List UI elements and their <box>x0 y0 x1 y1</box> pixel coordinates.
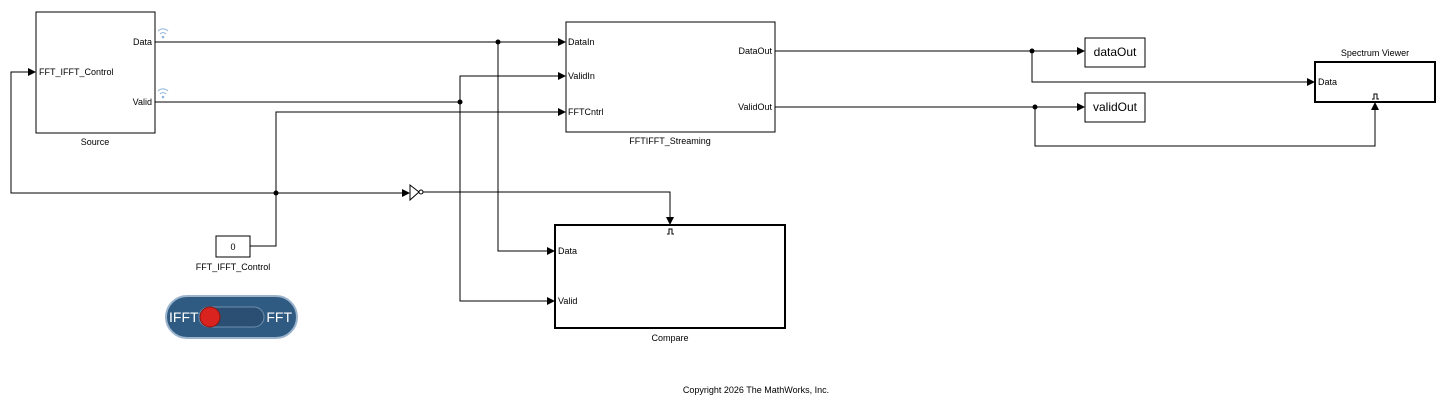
signal-lines <box>10 41 1376 302</box>
wire-dataout-spectrum[interactable] <box>1031 51 1309 83</box>
fft-ifft-toggle-switch[interactable]: IFFT FFT <box>165 295 298 339</box>
copyright-text: Copyright 2026 The MathWorks, Inc. <box>683 385 829 395</box>
validout-label: validOut <box>1093 100 1138 114</box>
source-out-port-valid: Valid <box>133 97 152 107</box>
source-block-name: Source <box>81 137 110 147</box>
fftifft-out-port-dataout: DataOut <box>738 46 772 56</box>
arrowhead <box>1077 47 1085 55</box>
source-block[interactable]: FFT_IFFT_Control Data Valid Source <box>35 11 156 147</box>
arrowhead <box>547 247 555 255</box>
fftifft-in-port-fftcntrl: FFTCntrl <box>568 107 604 117</box>
constant-block[interactable]: 0 FFT_IFFT_Control <box>196 235 271 272</box>
compare-block-name: Compare <box>651 333 688 343</box>
wire-validout-spectrum[interactable] <box>1034 107 1376 147</box>
dataout-label: dataOut <box>1094 45 1137 59</box>
dataout-block[interactable]: dataOut <box>1084 37 1146 68</box>
fftifft-in-port-datain: DataIn <box>568 37 595 47</box>
arrowhead <box>558 72 566 80</box>
wire-control-feedback[interactable] <box>10 71 276 194</box>
branch-points <box>273 39 1038 196</box>
not-block[interactable] <box>409 183 424 202</box>
branch-point <box>457 99 463 105</box>
wire-control[interactable] <box>250 111 560 247</box>
spectrum-viewer-block[interactable]: Data Spectrum Viewer <box>1314 48 1436 103</box>
validout-block[interactable]: validOut <box>1084 92 1146 123</box>
arrowhead <box>558 38 566 46</box>
wire-data-branch[interactable] <box>497 42 549 252</box>
signal-logging-icon <box>157 88 169 99</box>
branch-point <box>495 39 501 45</box>
fftifft-block-name: FFTIFFT_Streaming <box>629 136 711 146</box>
toggle-label-ifft: IFFT <box>169 309 199 325</box>
wire-arrowheads <box>28 38 1379 305</box>
toggle-label-fft: FFT <box>266 309 292 325</box>
compare-in-port-valid: Valid <box>558 296 577 306</box>
toggle-knob[interactable] <box>199 306 221 328</box>
source-out-port-data: Data <box>133 37 152 47</box>
signal-logging-icon <box>157 28 169 39</box>
branch-point <box>273 190 279 196</box>
trigger-icon <box>667 228 674 235</box>
source-in-port-label: FFT_IFFT_Control <box>39 67 114 77</box>
arrowhead <box>28 68 36 76</box>
trigger-icon <box>1372 93 1379 100</box>
branch-point <box>1029 48 1035 54</box>
compare-in-port-data: Data <box>558 246 577 256</box>
constant-block-name: FFT_IFFT_Control <box>196 262 271 272</box>
spectrum-in-port-label: Data <box>1318 77 1337 87</box>
arrowhead <box>547 297 555 305</box>
spectrum-block-name: Spectrum Viewer <box>1341 48 1409 58</box>
arrowhead <box>666 217 674 225</box>
arrowhead <box>558 108 566 116</box>
branch-point <box>1032 104 1038 110</box>
fftifft-in-port-validin: ValidIn <box>568 71 595 81</box>
fftifft-out-port-validout: ValidOut <box>738 102 772 112</box>
arrowhead <box>1307 78 1315 86</box>
fftifft-streaming-block[interactable]: DataIn ValidIn FFTCntrl DataOut ValidOut… <box>565 21 776 146</box>
wire-not-compare[interactable] <box>423 191 671 219</box>
wire-valid-branch[interactable] <box>459 102 549 302</box>
compare-block[interactable]: Data Valid Compare <box>554 224 786 343</box>
arrowhead <box>402 189 410 197</box>
wire-valid-in[interactable] <box>459 75 560 102</box>
arrowhead <box>1371 102 1379 110</box>
arrowhead <box>1077 103 1085 111</box>
constant-value: 0 <box>230 242 235 252</box>
